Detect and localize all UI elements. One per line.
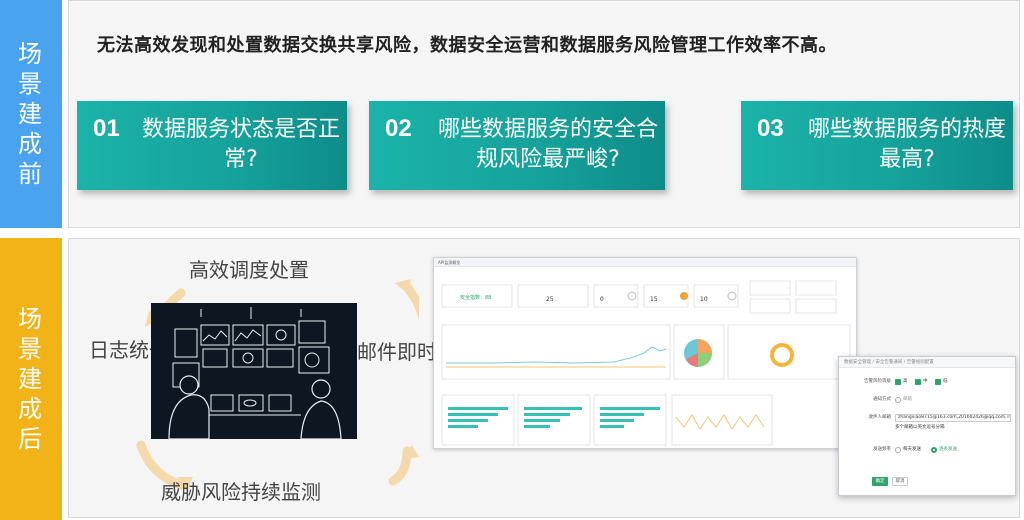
desk-monitor [238,394,264,412]
wall-screen [266,324,296,346]
problem-statement: 无法高效发现和处置数据交换共享风险，数据安全运营和数据服务风险管理工作效率不高。 [97,35,837,56]
arrow-bottom-right [388,446,412,486]
arrowhead-3 [395,279,411,295]
stat-value: 0 [600,296,604,303]
breadcrumb: 数据安全管理 / 安全告警通知 / 告警规则配置 [839,357,1015,368]
radio-each[interactable] [931,447,937,453]
section-tag-before: 场 景 建 成 前 [0,0,62,228]
wall-screen [232,324,264,346]
arrow-bottom-left [136,440,186,490]
hint-row: 多个邮箱以英文逗号分隔 [839,423,1015,433]
recipient-email-input[interactable]: zhangxiao8715@163.com,201602426@qq.com,T… [895,414,1011,422]
arrow-top-right [402,282,419,322]
stat-value: 15 [650,296,658,303]
checkbox-high[interactable] [895,379,901,385]
card-number: 01 [93,115,120,142]
arrowhead-2 [177,477,193,492]
recipient-row: 收件人邮箱 zhangxiao8715@163.com,201602426@qq… [839,413,1015,423]
tag-char: 场 [18,40,44,68]
risk-level-label: 告警风险等级 [864,379,891,384]
card-text: 哪些数据服务的热度最高? [807,117,1006,172]
confirm-button[interactable]: 确定 [872,477,888,486]
wall-screen [200,324,230,346]
radio-daily[interactable] [895,447,901,453]
level-high: 高 [903,379,908,384]
cycle-label-right: 邮件即时告警 [357,340,477,364]
wall-screen [232,348,264,368]
person-left [168,394,210,439]
arrowhead-4 [403,445,419,459]
tag-char: 场 [18,305,44,333]
stat-value: 25 [546,296,554,303]
tag-char: 成 [18,395,44,423]
card-number: 02 [385,115,412,142]
question-card-3: 03 哪些数据服务的热度最高? [741,101,1013,190]
card-text: 哪些数据服务的安全合规风险最严峻? [437,117,658,172]
frequency-row: 发送频率 每天发送 逐条发送 [839,445,1015,455]
freq-each: 逐条发送 [939,447,957,452]
alert-config-form: 数据安全管理 / 安全告警通知 / 告警规则配置 告警风险等级 高 中 低 通知… [838,356,1016,496]
cycle-label-top: 高效调度处置 [189,258,309,282]
tag-char: 前 [18,160,44,188]
dashboard-title: API监测概览 [434,258,856,267]
tag-char: 景 [18,335,44,363]
level-low: 低 [943,379,948,384]
level-medium: 中 [923,379,928,384]
tag-char: 建 [18,365,44,393]
risk-level-row: 告警风险等级 高 中 低 [839,377,1015,387]
tag-char: 建 [18,100,44,128]
before-panel: 无法高效发现和处置数据交换共享风险，数据安全运营和数据服务风险管理工作效率不高。… [68,0,1020,228]
safety-index: 安全指数：88 [460,295,492,301]
notify-value: 邮箱 [903,397,912,402]
wall-screen [202,348,228,368]
card-text: 数据服务状态是否正常? [141,117,340,172]
tag-char: 成 [18,130,44,158]
card-number: 03 [757,115,784,142]
freq-daily: 每天发送 [903,447,921,452]
ops-room-illustration [151,303,357,439]
dashboard-body [441,280,851,446]
tag-char: 后 [18,425,44,453]
cycle-label-left: 日志统一采集 [89,338,209,362]
wall-screen [266,348,294,368]
notify-radio[interactable] [895,397,901,403]
tag-char: 景 [18,70,44,98]
stat-value: 10 [700,296,708,303]
checkbox-medium[interactable] [915,379,921,385]
notify-label: 通知方式 [873,397,891,402]
desk-monitor [210,394,234,412]
frequency-label: 发送频率 [873,447,891,452]
question-card-1: 01 数据服务状态是否正常? [77,101,347,190]
desk-monitor [268,394,292,412]
after-panel: 高效调度处置 邮件即时告警 威胁风险持续监测 日志统一采集 [68,238,1020,518]
wall-screen [174,328,198,358]
section-tag-after: 场 景 建 成 后 [0,238,62,520]
wall-screen [298,346,330,374]
notify-row: 通知方式 邮箱 [839,395,1015,405]
person-right [300,400,342,439]
recipient-hint: 多个邮箱以英文逗号分隔 [895,425,945,430]
recipient-label: 收件人邮箱 [868,415,892,420]
cycle-label-bottom: 威胁风险持续监测 [161,480,321,504]
checkbox-low[interactable] [935,379,941,385]
api-monitor-dashboard: API监测概览 [433,257,857,449]
wall-screen [298,320,326,344]
question-card-2: 02 哪些数据服务的安全合规风险最严峻? [369,101,665,190]
cancel-button[interactable]: 取消 [892,477,908,486]
